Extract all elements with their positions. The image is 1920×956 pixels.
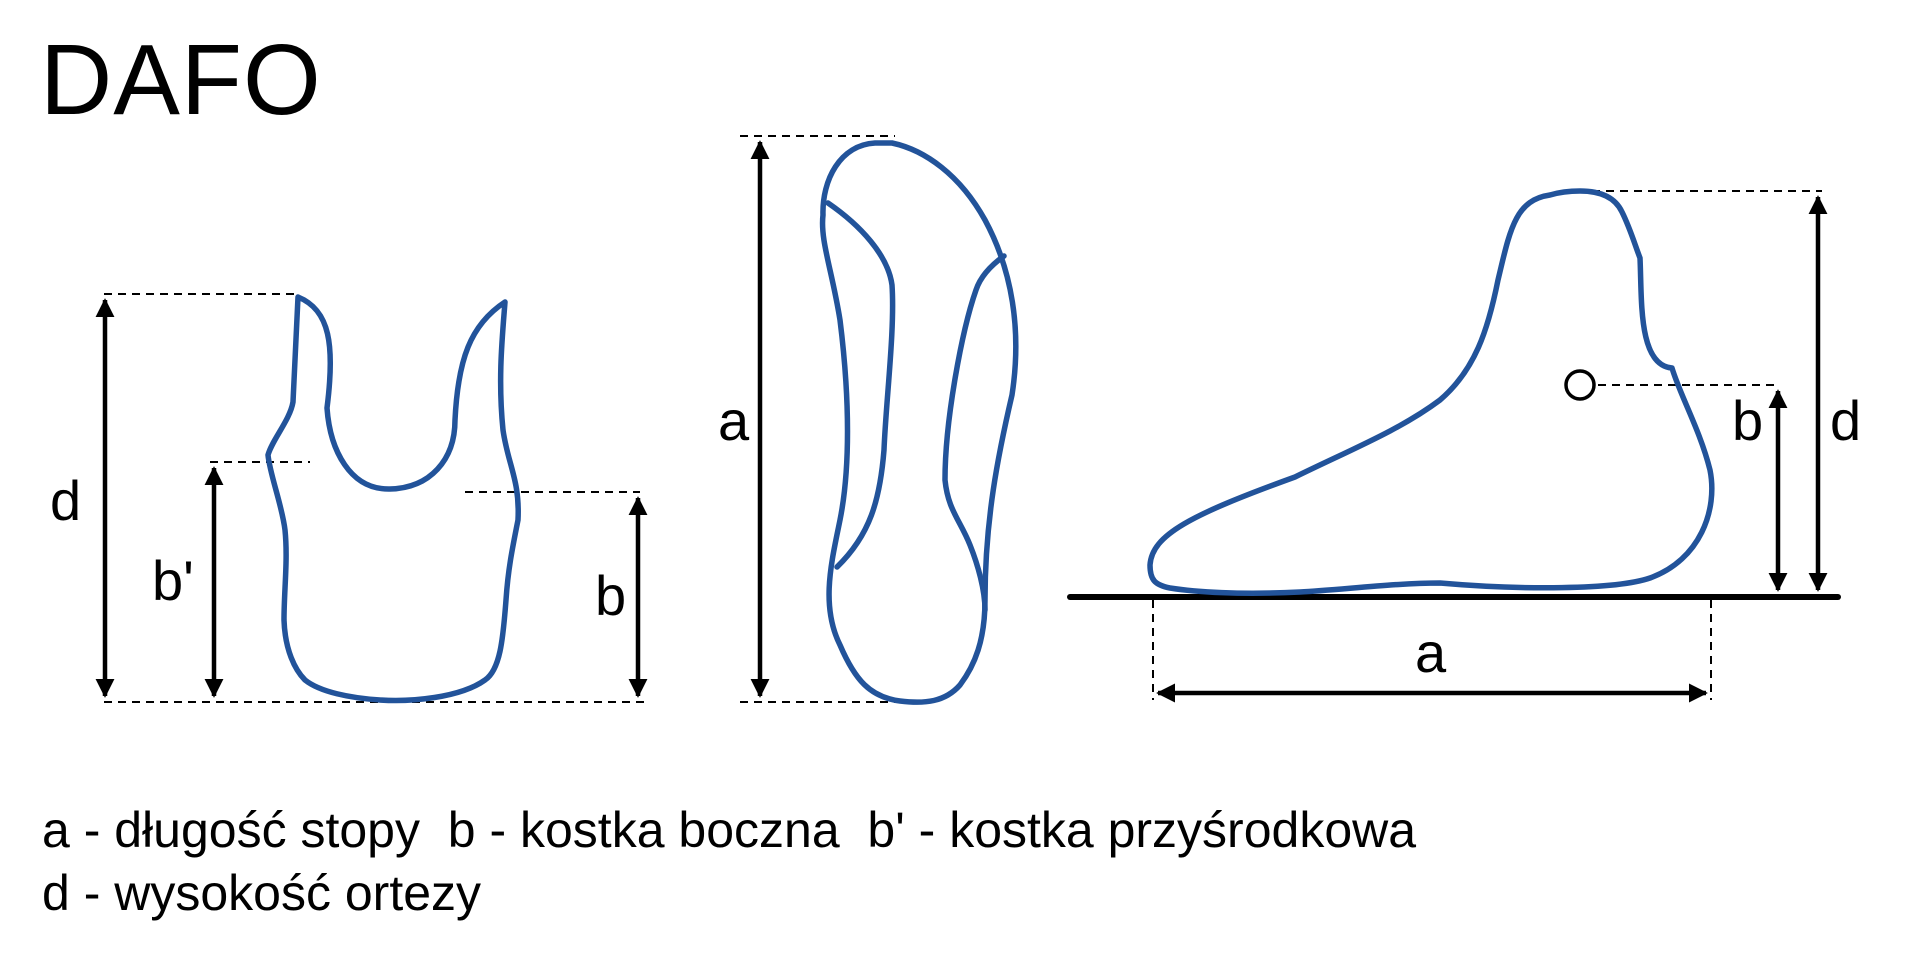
top-view-lateral-line [942, 253, 1007, 613]
rear-view-outline [265, 294, 521, 704]
top-view-figure: a [718, 135, 1019, 705]
label-b-prime: b' [152, 549, 194, 612]
side-view-figure: b d a [1067, 188, 1861, 703]
ankle-marker-icon [1564, 369, 1596, 401]
label-b-side: b [1732, 389, 1763, 452]
top-view-outline [819, 140, 1019, 705]
rear-view-figure: d b' b [50, 293, 648, 704]
label-b-rear: b [595, 564, 626, 627]
side-view-outline [1147, 188, 1715, 596]
label-a-top: a [718, 389, 750, 452]
legend-line-2: d - wysokość ortezy [42, 865, 482, 921]
legend-line-1: a - długość stopy b - kostka boczna b' -… [42, 802, 1417, 858]
diagram-title: DAFO [40, 24, 322, 136]
top-view-medial-line [825, 200, 896, 570]
label-a-side: a [1415, 621, 1447, 684]
label-d-rear: d [50, 469, 81, 532]
label-d-side: d [1830, 389, 1861, 452]
